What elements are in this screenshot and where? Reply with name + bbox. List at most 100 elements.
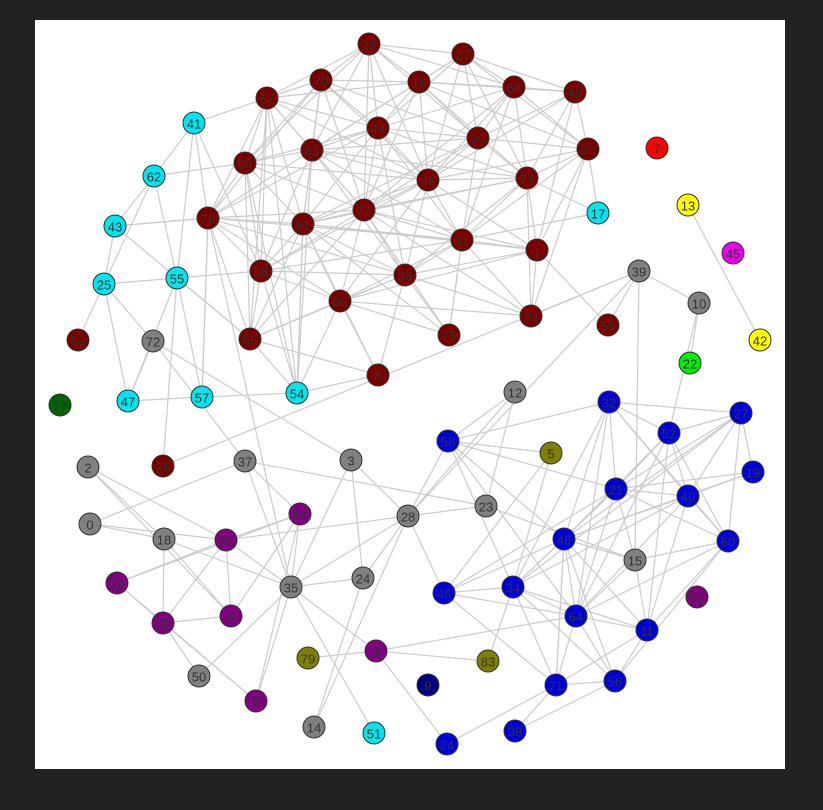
node-n70[interactable]: 70 bbox=[309, 68, 333, 92]
node-n11[interactable]: 11 bbox=[105, 571, 129, 595]
node-circle[interactable] bbox=[48, 393, 72, 417]
node-n45[interactable]: 45 bbox=[721, 241, 745, 265]
node-n26[interactable]: 26 bbox=[151, 454, 175, 478]
node-n77[interactable]: 77 bbox=[48, 393, 72, 417]
node-n83[interactable]: 83 bbox=[476, 649, 500, 673]
node-n23[interactable]: 23 bbox=[474, 494, 498, 518]
node-circle[interactable] bbox=[687, 291, 711, 315]
node-n4[interactable]: 4 bbox=[219, 604, 243, 628]
node-n40[interactable]: 40 bbox=[676, 484, 700, 508]
node-n76[interactable]: 76 bbox=[196, 206, 220, 230]
node-circle[interactable] bbox=[92, 272, 116, 296]
node-circle[interactable] bbox=[291, 212, 315, 236]
node-circle[interactable] bbox=[685, 585, 709, 609]
node-n73[interactable]: 73 bbox=[352, 198, 376, 222]
node-circle[interactable] bbox=[233, 151, 257, 175]
node-circle[interactable] bbox=[76, 455, 100, 479]
node-n13[interactable]: 13 bbox=[676, 193, 700, 217]
node-n24[interactable]: 24 bbox=[351, 566, 375, 590]
node-circle[interactable] bbox=[244, 689, 268, 713]
node-n1[interactable]: 1 bbox=[525, 238, 549, 262]
node-n20[interactable]: 20 bbox=[151, 611, 175, 635]
node-n36[interactable]: 36 bbox=[393, 263, 417, 287]
node-n19[interactable]: 19 bbox=[741, 460, 765, 484]
node-circle[interactable] bbox=[623, 548, 647, 572]
node-n68[interactable]: 68 bbox=[502, 75, 526, 99]
node-n9b[interactable]: 9 bbox=[416, 673, 440, 697]
node-circle[interactable] bbox=[196, 206, 220, 230]
node-n55[interactable]: 55 bbox=[165, 266, 189, 290]
node-n0[interactable]: 0 bbox=[78, 512, 102, 536]
node-circle[interactable] bbox=[364, 639, 388, 663]
node-n17[interactable]: 17 bbox=[586, 201, 610, 225]
node-circle[interactable] bbox=[351, 566, 375, 590]
node-n10[interactable]: 10 bbox=[687, 291, 711, 315]
node-n15[interactable]: 15 bbox=[623, 548, 647, 572]
node-n64[interactable]: 64 bbox=[288, 502, 312, 526]
node-circle[interactable] bbox=[544, 673, 568, 697]
node-circle[interactable] bbox=[78, 512, 102, 536]
node-n85[interactable]: 85 bbox=[214, 528, 238, 552]
node-circle[interactable] bbox=[564, 604, 588, 628]
node-n67[interactable]: 67 bbox=[255, 86, 279, 110]
node-circle[interactable] bbox=[503, 380, 527, 404]
node-n48[interactable]: 48 bbox=[552, 527, 576, 551]
node-circle[interactable] bbox=[716, 529, 740, 553]
node-circle[interactable] bbox=[741, 460, 765, 484]
node-n27[interactable]: 27 bbox=[451, 42, 475, 66]
node-n7[interactable]: 7 bbox=[645, 136, 669, 160]
node-n62[interactable]: 62 bbox=[142, 164, 166, 188]
node-n58[interactable]: 58 bbox=[249, 259, 273, 283]
node-circle[interactable] bbox=[503, 719, 527, 743]
node-n30[interactable]: 30 bbox=[466, 126, 490, 150]
node-n57[interactable]: 57 bbox=[190, 385, 214, 409]
node-n20b[interactable]: 20 bbox=[576, 137, 600, 161]
node-n49[interactable]: 49 bbox=[563, 80, 587, 104]
node-circle[interactable] bbox=[437, 323, 461, 347]
node-n25[interactable]: 25 bbox=[92, 272, 116, 296]
node-circle[interactable] bbox=[729, 401, 753, 425]
node-n14[interactable]: 14 bbox=[302, 715, 326, 739]
node-n31[interactable]: 31 bbox=[450, 228, 474, 252]
node-n50[interactable]: 50 bbox=[187, 664, 211, 688]
node-n6[interactable]: 6 bbox=[244, 689, 268, 713]
node-n46[interactable]: 46 bbox=[416, 168, 440, 192]
node-circle[interactable] bbox=[296, 646, 320, 670]
node-n53[interactable]: 53 bbox=[66, 328, 90, 352]
node-circle[interactable] bbox=[151, 611, 175, 635]
node-circle[interactable] bbox=[450, 228, 474, 252]
node-n11b[interactable]: 11 bbox=[635, 618, 659, 642]
node-circle[interactable] bbox=[525, 238, 549, 262]
node-circle[interactable] bbox=[255, 86, 279, 110]
node-circle[interactable] bbox=[214, 528, 238, 552]
node-n16[interactable]: 16 bbox=[407, 70, 431, 94]
node-n52[interactable]: 52 bbox=[657, 421, 681, 445]
node-circle[interactable] bbox=[233, 449, 257, 473]
node-circle[interactable] bbox=[451, 42, 475, 66]
node-n28[interactable]: 28 bbox=[396, 504, 420, 528]
node-circle[interactable] bbox=[362, 721, 386, 745]
node-circle[interactable] bbox=[366, 116, 390, 140]
node-n61[interactable]: 61 bbox=[685, 585, 709, 609]
node-circle[interactable] bbox=[676, 484, 700, 508]
node-circle[interactable] bbox=[142, 164, 166, 188]
node-circle[interactable] bbox=[285, 381, 309, 405]
node-n3[interactable]: 3 bbox=[339, 448, 363, 472]
node-circle[interactable] bbox=[190, 385, 214, 409]
node-circle[interactable] bbox=[407, 70, 431, 94]
node-circle[interactable] bbox=[141, 329, 165, 353]
node-circle[interactable] bbox=[645, 136, 669, 160]
node-circle[interactable] bbox=[152, 527, 176, 551]
node-n33[interactable]: 33 bbox=[519, 304, 543, 328]
node-n60[interactable]: 60 bbox=[716, 529, 740, 553]
node-circle[interactable] bbox=[502, 75, 526, 99]
node-circle[interactable] bbox=[604, 477, 628, 501]
node-circle[interactable] bbox=[288, 502, 312, 526]
node-circle[interactable] bbox=[596, 313, 620, 337]
node-circle[interactable] bbox=[105, 571, 129, 595]
node-circle[interactable] bbox=[116, 389, 140, 413]
node-circle[interactable] bbox=[474, 494, 498, 518]
node-circle[interactable] bbox=[476, 649, 500, 673]
node-circle[interactable] bbox=[676, 193, 700, 217]
node-circle[interactable] bbox=[238, 327, 262, 351]
